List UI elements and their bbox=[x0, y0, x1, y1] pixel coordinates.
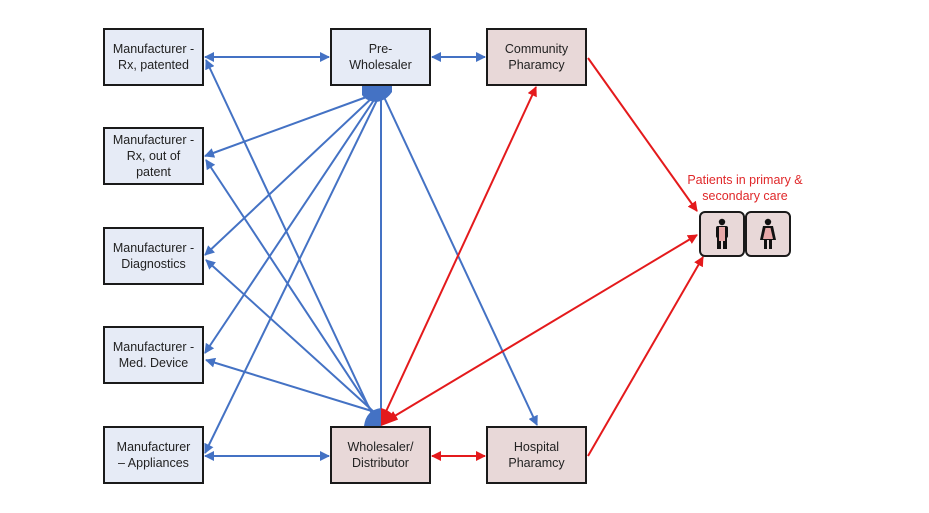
node-pre-wholesaler: Pre- Wholesaler bbox=[330, 28, 431, 86]
edge-wholesaler-to-mfr-patented bbox=[205, 59, 373, 415]
edge-wholesaler-to-mfr-diagnostics bbox=[205, 259, 375, 413]
node-label: Pre- Wholesaler bbox=[349, 42, 412, 72]
edge-wholesaler-to-mfr-off-patent bbox=[205, 159, 374, 414]
female-person-icon bbox=[745, 211, 791, 257]
male-person-icon bbox=[699, 211, 745, 257]
node-label: Manufacturer - Med. Device bbox=[112, 340, 195, 370]
node-manufacturer-appliances: Manufacturer – Appliances bbox=[103, 426, 204, 484]
node-label: Manufacturer - Rx, patented bbox=[112, 42, 195, 72]
node-label: Hospital Pharamcy bbox=[508, 440, 565, 470]
patients-label: Patients in primary & secondary care bbox=[687, 173, 803, 203]
edge-hospital-pharmacy-to-patients bbox=[587, 256, 704, 457]
node-label: Community Pharamcy bbox=[504, 42, 569, 72]
edge-pre-wholesaler-to-mfr-off-patent bbox=[204, 94, 373, 158]
pre-wholesaler-fan-hub bbox=[362, 86, 392, 102]
node-community-pharmacy: Community Pharamcy bbox=[486, 28, 587, 86]
wholesaler-fan-hub-blue bbox=[364, 408, 381, 426]
edge-community-pharmacy-to-patients bbox=[587, 57, 698, 212]
node-label: Manufacturer – Appliances bbox=[116, 440, 191, 470]
edge-wholesaler-to-mfr-med-device bbox=[205, 357, 376, 413]
node-manufacturer-diagnostics: Manufacturer - Diagnostics bbox=[103, 227, 204, 285]
edge-pre-wholesaler-to-mfr-med-device bbox=[204, 96, 377, 354]
node-label: Manufacturer - Diagnostics bbox=[112, 241, 195, 271]
edge-pre-wholesaler-to-mfr-diagnostics bbox=[204, 95, 375, 256]
wholesaler-fan-hub-red bbox=[381, 408, 397, 426]
node-manufacturer-rx-off-patent: Manufacturer - Rx, out of patent bbox=[103, 127, 204, 185]
node-manufacturer-rx-patented: Manufacturer - Rx, patented bbox=[103, 28, 204, 86]
node-hospital-pharmacy: Hospital Pharamcy bbox=[486, 426, 587, 484]
node-wholesaler-distributor: Wholesaler/ Distributor bbox=[330, 426, 431, 484]
node-label: Manufacturer - Rx, out of patent bbox=[112, 133, 195, 179]
node-label: Wholesaler/ Distributor bbox=[347, 440, 414, 470]
edge-wholesaler-to-community-pharmacy bbox=[382, 86, 537, 419]
edges-layer bbox=[204, 52, 704, 461]
node-manufacturer-med-device: Manufacturer - Med. Device bbox=[103, 326, 204, 384]
edge-wholesaler-to-patients bbox=[387, 234, 698, 421]
edge-pre-wholesaler-to-mfr-appliances bbox=[204, 97, 379, 454]
